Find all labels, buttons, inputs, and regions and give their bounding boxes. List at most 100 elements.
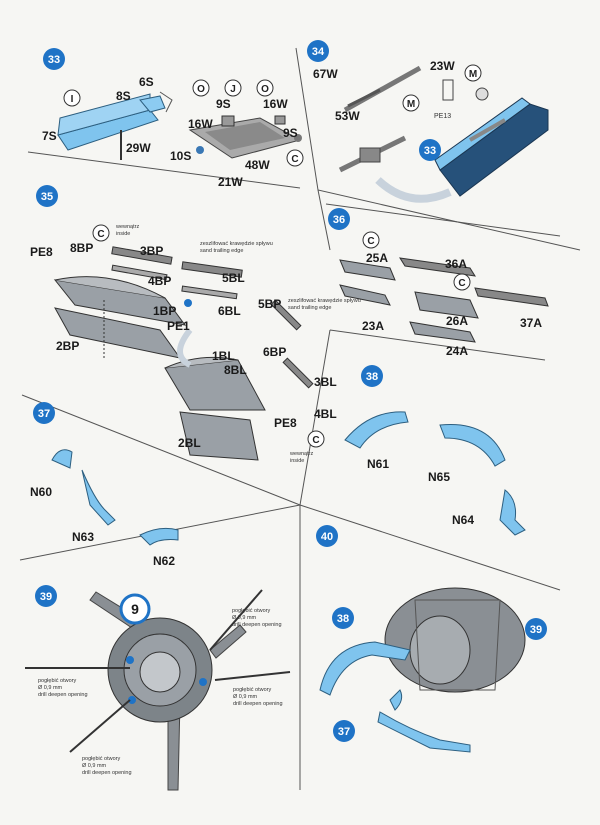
label-N62: N62 xyxy=(153,554,175,568)
label-6BP: 6BP xyxy=(263,345,286,359)
label-9S-top: 9S xyxy=(216,97,231,111)
step-34-ref-33: 33 xyxy=(424,145,436,157)
label-3BL: 3BL xyxy=(314,375,337,389)
label-10S: 10S xyxy=(170,149,191,163)
step-35-badge xyxy=(36,185,58,207)
label-23A: 23A xyxy=(362,319,384,333)
label-N65: N65 xyxy=(428,470,450,484)
step-38-number: 38 xyxy=(366,371,378,383)
note-sand-en-right: sand trailing edge xyxy=(288,305,331,311)
svg-text:pogłębić otwory: pogłębić otwory xyxy=(233,687,271,693)
label-23W: 23W xyxy=(430,59,455,73)
drill-note-right: pogłębić otwory Ø 0,9 mm drill deepen op… xyxy=(233,687,283,707)
step-39-badge xyxy=(35,585,57,607)
letter-markers-33: I O J O C xyxy=(63,79,304,167)
note-inside-en-bottom: inside xyxy=(290,458,304,464)
step-40: 40 38 39 37 xyxy=(316,525,547,753)
step-34-number: 34 xyxy=(312,46,325,58)
svg-text:C: C xyxy=(291,154,298,165)
label-29W: 29W xyxy=(126,141,151,155)
label-2BL: 2BL xyxy=(178,436,201,450)
step-33-number: 33 xyxy=(48,54,60,66)
label-PE1: PE1 xyxy=(167,319,190,333)
lower-wing-right xyxy=(179,411,259,461)
upper-wing-left xyxy=(53,279,187,326)
marker-C-right: C xyxy=(458,278,465,289)
svg-text:J: J xyxy=(230,84,236,95)
label-37A: 37A xyxy=(520,316,542,330)
label-25A: 25A xyxy=(366,251,388,265)
step-36-badge xyxy=(328,208,350,230)
upper-wing-right xyxy=(164,359,266,411)
label-1BP: 1BP xyxy=(153,304,176,318)
marker-C-left: C xyxy=(367,236,374,247)
step-37-badge xyxy=(33,402,55,424)
step-34: 34 67W 53W 23W PE13 M M 33 xyxy=(307,40,549,203)
marker-M-left: M xyxy=(407,99,415,110)
label-2BP: 2BP xyxy=(56,339,79,353)
svg-text:Ø 0,9 mm: Ø 0,9 mm xyxy=(38,685,63,691)
step-40-ref-39: 39 xyxy=(530,624,542,636)
note-inside-pl-bottom: wewnątrz xyxy=(289,451,313,457)
label-4BP: 4BP xyxy=(148,274,171,288)
step-38: 38 N61 N65 N64 xyxy=(344,365,526,536)
note-sand-pl-top: zeszlifować krawędzie spływu xyxy=(200,241,273,247)
step-39-ref-9: 9 xyxy=(131,601,139,617)
part-N65 xyxy=(439,423,506,467)
label-5BP: 5BP xyxy=(258,297,281,311)
label-6BL: 6BL xyxy=(218,304,241,318)
label-N61: N61 xyxy=(367,457,389,471)
label-36A: 36A xyxy=(445,257,467,271)
part-N61 xyxy=(344,411,409,449)
svg-text:drill deepen opening: drill deepen opening xyxy=(38,692,88,698)
note-inside-pl-top: wewnątrz xyxy=(115,224,139,230)
part-38-mount xyxy=(319,641,411,696)
part-37-mount xyxy=(377,711,471,753)
svg-text:I: I xyxy=(71,94,74,105)
marker-C-top: C xyxy=(97,229,104,240)
drill-note-left: pogłębić otwory Ø 0,9 mm drill deepen op… xyxy=(38,678,88,698)
label-3BP: 3BP xyxy=(140,244,163,258)
label-9S-right: 9S xyxy=(283,126,298,140)
step-33: 33 6S 8S 7S 29W 9S 16W 16W 9S 10S 48W 21… xyxy=(42,48,304,189)
label-8BP: 8BP xyxy=(70,241,93,255)
marker-C-bottom: C xyxy=(312,435,319,446)
step-34-badge xyxy=(307,40,329,62)
svg-text:Ø 0,9 mm: Ø 0,9 mm xyxy=(82,763,107,769)
label-48W: 48W xyxy=(245,158,270,172)
note-sand-pl-right: zeszlifować krawędzie spływu xyxy=(288,298,361,304)
label-N60: N60 xyxy=(30,485,52,499)
step-39-number: 39 xyxy=(40,591,52,603)
svg-text:drill deepen opening: drill deepen opening xyxy=(233,701,283,707)
step-37: 37 N60 N63 N62 xyxy=(30,402,179,568)
label-1BL: 1BL xyxy=(212,349,235,363)
step-36-number: 36 xyxy=(333,214,345,226)
note-sand-en-top: sand trailing edge xyxy=(200,248,243,254)
svg-text:pogłębić otwory: pogłębić otwory xyxy=(82,756,120,762)
step-35-number: 35 xyxy=(41,191,53,203)
part-N63 xyxy=(81,469,116,526)
step-40-badge xyxy=(316,525,338,547)
label-7S: 7S xyxy=(42,129,57,143)
label-PE8-bottom: PE8 xyxy=(274,416,297,430)
note-inside-en-top: inside xyxy=(116,231,130,237)
step-36: 36 25A 36A 23A 26A 24A 37A C C xyxy=(328,208,549,358)
part-N64 xyxy=(499,489,526,536)
svg-text:drill deepen opening: drill deepen opening xyxy=(232,622,282,628)
step-39: 39 9 pogłębić otwory Ø 0,9 mm drill deep… xyxy=(25,585,291,791)
label-8BL: 8BL xyxy=(224,363,247,377)
label-6S: 6S xyxy=(139,75,154,89)
label-8S: 8S xyxy=(116,89,131,103)
label-67W: 67W xyxy=(313,67,338,81)
svg-text:pogłębić otwory: pogłębić otwory xyxy=(232,608,270,614)
label-N63: N63 xyxy=(72,530,94,544)
label-PE8-top: PE8 xyxy=(30,245,53,259)
label-16W-top: 16W xyxy=(263,97,288,111)
svg-text:drill deepen opening: drill deepen opening xyxy=(82,770,132,776)
drill-note-top-right: pogłębić otwory Ø 0,9 mm drill deepen op… xyxy=(232,608,282,628)
label-N64: N64 xyxy=(452,513,474,527)
svg-text:Ø 0,9 mm: Ø 0,9 mm xyxy=(233,694,258,700)
label-16W-left: 16W xyxy=(188,117,213,131)
